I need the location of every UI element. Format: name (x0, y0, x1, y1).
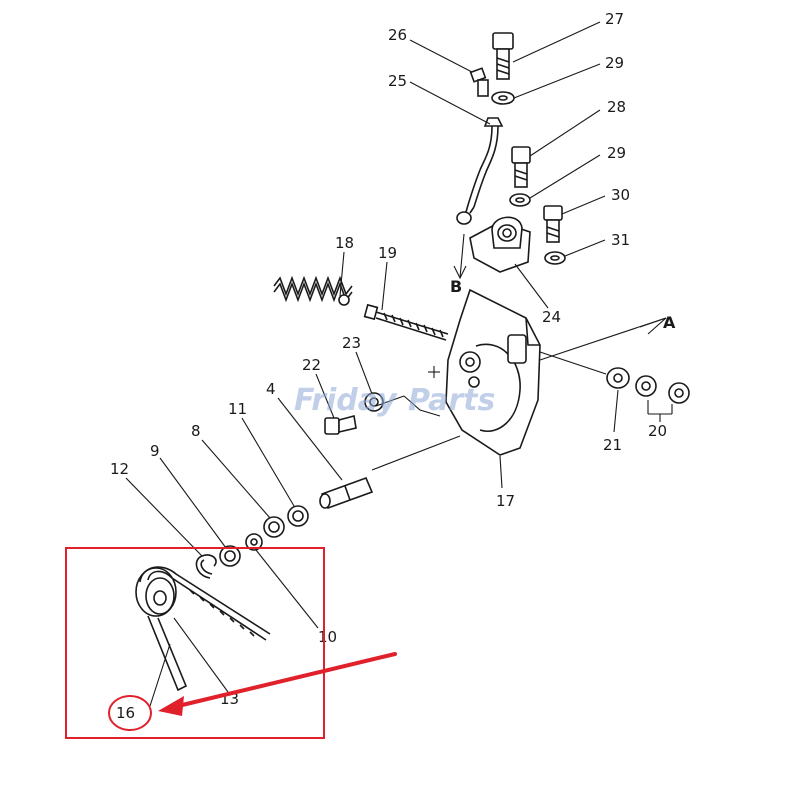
part-18-spring (273, 275, 353, 306)
view-marker-b: B (450, 277, 462, 296)
part-28-bolt (511, 146, 531, 188)
callout-4: 4 (266, 380, 276, 398)
callout-10: 10 (318, 628, 337, 646)
part-30-bolt (543, 205, 563, 243)
part-17-plate (445, 288, 541, 456)
watermark-text-parts: Parts (408, 383, 495, 418)
callout-12: 12 (110, 460, 129, 478)
callout-22: 22 (302, 356, 321, 374)
callout-31: 31 (611, 231, 630, 249)
callout-11: 11 (228, 400, 247, 418)
part-27-bolt (492, 32, 514, 80)
callout-8: 8 (191, 422, 201, 440)
callout-18: 18 (335, 234, 354, 252)
callout-25: 25 (388, 72, 407, 90)
callout-30: 30 (611, 186, 630, 204)
highlight-annotations (65, 547, 397, 739)
part-8-bearing (263, 516, 285, 538)
callout-29-lower: 29 (607, 144, 626, 162)
callout-16: 16 (116, 704, 135, 722)
highlight-circle (108, 695, 152, 731)
part-25-pipe (456, 117, 504, 225)
part-11-bearing (287, 505, 309, 527)
part-16-belt (139, 566, 271, 692)
callout-9: 9 (150, 442, 160, 460)
callout-23: 23 (342, 334, 361, 352)
callout-29-upper: 29 (605, 54, 624, 72)
part-12-circlip (195, 554, 217, 579)
highlight-arrow (176, 652, 397, 708)
part-19-long-bolt (363, 303, 449, 341)
part-10-spacer (245, 533, 263, 551)
callout-19: 19 (378, 244, 397, 262)
part-4-shaft (319, 476, 374, 510)
part-22-bolt (324, 415, 357, 435)
part-31-washer (544, 251, 566, 265)
crosshair-mark (428, 366, 440, 378)
part-29-washer-lower (509, 193, 531, 207)
part-20-nuts (635, 375, 690, 404)
callout-28: 28 (607, 98, 626, 116)
part-23-sleeve (364, 392, 384, 412)
callout-26: 26 (388, 26, 407, 44)
callout-21: 21 (603, 436, 622, 454)
callout-27: 27 (605, 10, 624, 28)
part-26-elbow-fitting (469, 67, 489, 97)
callout-17: 17 (496, 492, 515, 510)
view-marker-a: A (663, 313, 676, 332)
part-21-nut (606, 367, 630, 389)
part-24-bracket (469, 216, 531, 273)
watermark-text-friday: Friday (294, 383, 398, 418)
leader-lines (125, 21, 673, 707)
watermark: Friday Parts (294, 383, 495, 418)
part-29-washer-upper (491, 91, 515, 105)
reference-lines (371, 233, 667, 471)
callout-20: 20 (648, 422, 667, 440)
part-13-pulley (135, 567, 177, 617)
part-9-bearing (219, 545, 241, 567)
callout-24: 24 (542, 308, 561, 326)
highlight-box (65, 547, 325, 739)
